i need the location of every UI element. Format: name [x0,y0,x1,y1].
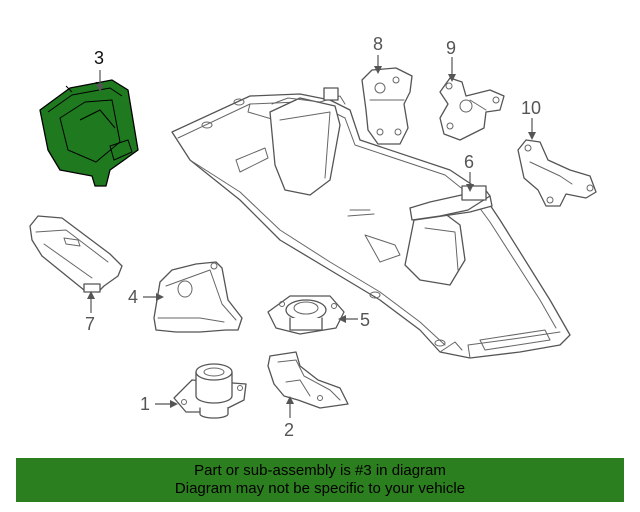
callout-8[interactable]: 8 [373,34,383,54]
part-7[interactable] [29,215,123,293]
callout-5[interactable]: 5 [360,310,370,330]
callout-9[interactable]: 9 [446,38,456,58]
callout-7[interactable]: 7 [85,314,95,334]
part-5[interactable] [267,295,345,335]
banner-line-disclaimer: Diagram may not be specific to your vehi… [174,480,466,497]
part-10[interactable] [517,139,597,207]
info-banner: Part or sub-assembly is #3 in diagram Di… [16,458,624,502]
part-2[interactable] [267,351,349,409]
part-3-highlighted[interactable] [39,79,139,187]
callout-3[interactable]: 3 [94,48,104,68]
callout-numbers: 1 2 3 4 5 6 7 8 9 10 [85,34,541,440]
leader-lines [87,55,536,418]
part-8[interactable] [361,67,413,145]
callout-6[interactable]: 6 [464,152,474,172]
part-9[interactable] [439,77,505,141]
diagram-canvas: 1 2 3 4 5 6 7 8 9 10 [29,34,597,440]
callout-4[interactable]: 4 [128,287,138,307]
callout-2[interactable]: 2 [284,420,294,440]
part-4[interactable] [153,261,243,333]
callout-1[interactable]: 1 [140,394,150,414]
callout-10[interactable]: 10 [521,98,541,118]
banner-line-part: Part or sub-assembly is #3 in diagram [194,462,446,479]
part-1[interactable] [173,363,247,419]
part-6[interactable] [409,185,491,221]
